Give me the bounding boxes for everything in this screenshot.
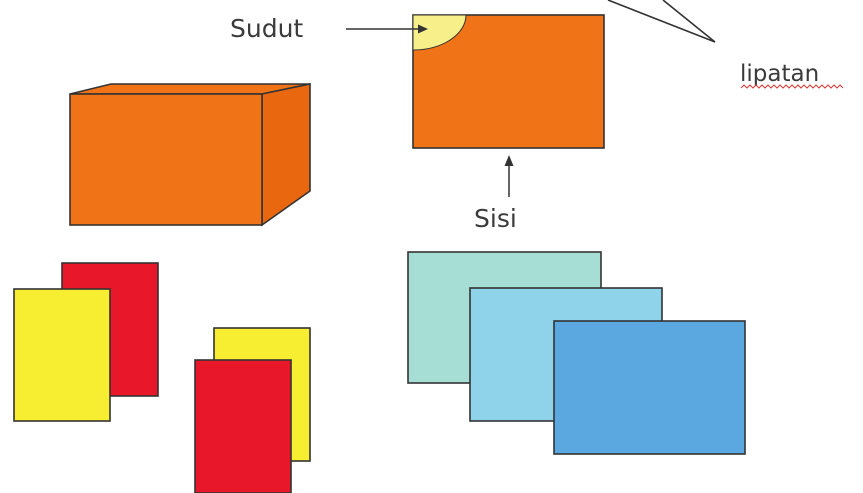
corner-arrow-head xyxy=(418,24,428,34)
fold-lines xyxy=(607,0,716,43)
spellcheck-underline xyxy=(740,84,844,89)
fold-label: lipatan xyxy=(740,61,819,87)
yellow-rectangle-front xyxy=(13,288,111,422)
fold-line-left xyxy=(607,0,716,43)
fold-callout: lipatan xyxy=(740,61,844,89)
orange-cuboid xyxy=(69,83,311,227)
edge-callout: Sisi xyxy=(474,155,517,233)
edge-label: Sisi xyxy=(474,204,517,233)
rectangles-pair-middle xyxy=(194,327,311,493)
cuboid-front-face xyxy=(69,93,263,226)
blue-square xyxy=(553,320,746,455)
squares-stack xyxy=(407,251,746,455)
corner-label: Sudut xyxy=(230,14,303,43)
orange-square xyxy=(412,14,605,149)
edge-arrow-head xyxy=(504,155,514,166)
corner-callout: Sudut xyxy=(230,14,428,43)
red-rectangle-front xyxy=(194,359,292,493)
corner-highlight xyxy=(412,14,467,51)
rectangles-pair-left xyxy=(13,262,159,422)
cuboid-side-face xyxy=(261,83,311,227)
fold-line-right xyxy=(662,0,716,43)
